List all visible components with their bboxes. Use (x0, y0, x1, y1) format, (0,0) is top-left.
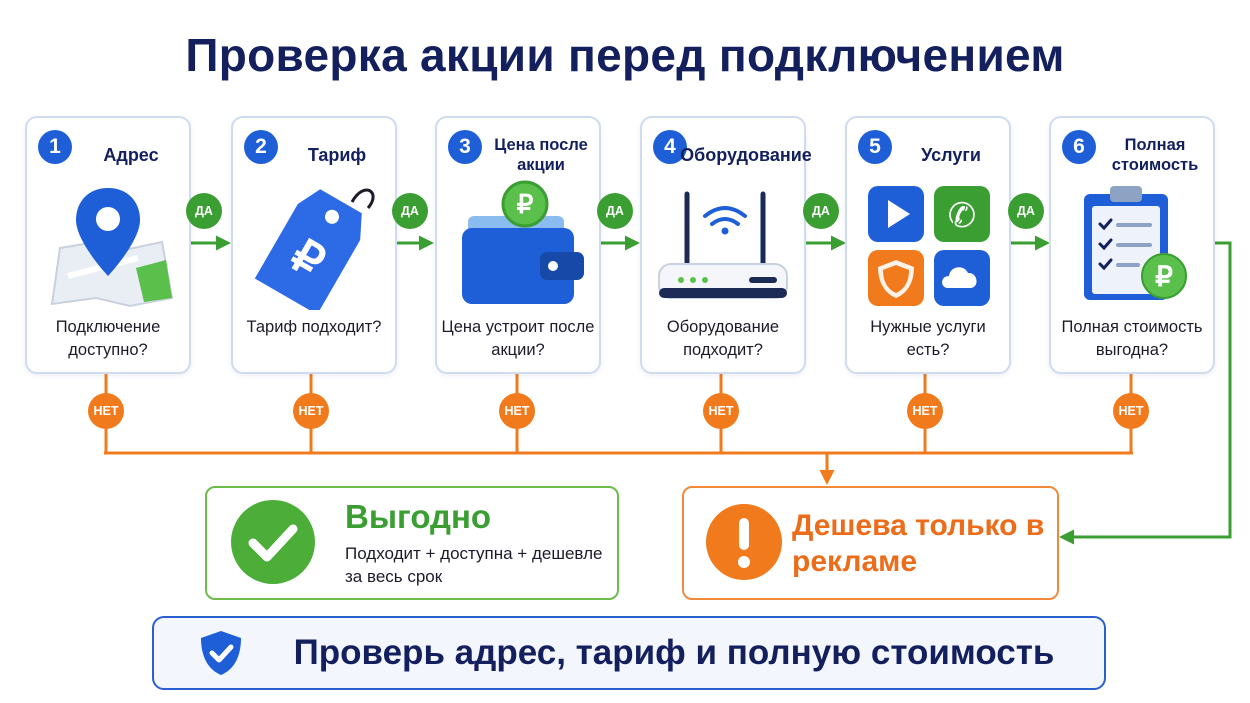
step-question: Полная стоимость выгодна? (1061, 318, 1203, 359)
result-good-box: Выгодно Подходит + доступна + дешевле за… (205, 486, 619, 600)
result-good-description: Подходит + доступна + дешевле за весь ср… (345, 544, 603, 586)
step-question: Тариф подходит? (246, 318, 382, 336)
result-bad-title: Дешева только в рекламе (792, 509, 1045, 578)
map-pin-icon (50, 188, 174, 308)
check-circle-icon (231, 500, 315, 584)
step-card-full-cost: 6 Полная стоимость ₽ Полная стоимость вы… (1049, 116, 1215, 374)
price-tag-ruble-icon: ₽ (254, 188, 375, 310)
shield-check-icon (201, 631, 241, 675)
step-card-address: 1 Адрес Подключение доступно? (25, 116, 191, 374)
yes-badge: ДА (1008, 193, 1044, 229)
step-question: Нужные услуги есть? (870, 318, 986, 359)
footer-text: Проверь адрес, тариф и полную стоимость (293, 633, 1055, 672)
step-card-services: 5 Услуги ✆ Нужные услуги есть? (845, 116, 1011, 374)
step-card-tariff: 2 Тариф ₽ Тариф подходит? (231, 116, 397, 374)
no-badge: НЕТ (293, 393, 329, 429)
step-question: Оборудование подходит? (666, 318, 780, 359)
yes-arrow-final (1059, 241, 1232, 545)
services-apps-icon: ✆ (868, 186, 990, 306)
yes-badge: ДА (392, 193, 428, 229)
step-question: Подключение доступно? (55, 318, 161, 359)
yes-badge: ДА (803, 193, 839, 229)
step-number: 2 (244, 130, 278, 164)
step-number: 4 (653, 130, 687, 164)
step-title: Оборудование (680, 145, 812, 165)
step-number: 1 (38, 130, 72, 164)
clipboard-checklist-ruble-icon: ₽ (1084, 186, 1187, 300)
wallet-ruble-coin-icon: ₽ (462, 180, 584, 304)
step-title: Адрес (103, 145, 159, 165)
no-badge: НЕТ (703, 393, 739, 429)
svg-text:₽: ₽ (1155, 261, 1173, 292)
no-badge: НЕТ (907, 393, 943, 429)
step-title: Услуги (921, 145, 981, 165)
result-good-title: Выгодно (345, 498, 492, 535)
svg-text:₽: ₽ (517, 189, 534, 219)
step-number: 5 (858, 130, 892, 164)
footer-banner: Проверь адрес, тариф и полную стоимость (152, 616, 1106, 690)
step-number: 3 (448, 130, 482, 164)
no-badge: НЕТ (499, 393, 535, 429)
step-card-equipment: 4 Оборудование Оборудование подходит? (640, 116, 812, 374)
yes-badge: ДА (186, 193, 222, 229)
step-card-price-after-promo: 3 Цена после акции ₽ Цена устроит после … (435, 116, 601, 374)
yes-badge: ДА (597, 193, 633, 229)
step-title: Полная стоимость (1111, 136, 1199, 174)
result-bad-box: Дешева только в рекламе (682, 486, 1059, 600)
svg-text:✆: ✆ (948, 196, 977, 236)
step-title: Цена после акции (494, 136, 588, 174)
step-title: Тариф (307, 145, 367, 165)
page-title: Проверка акции перед подключением (185, 29, 1065, 81)
step-number: 6 (1062, 130, 1096, 164)
exclamation-circle-icon (706, 504, 782, 580)
wifi-router-icon (658, 191, 788, 299)
no-badge: НЕТ (88, 393, 124, 429)
step-question: Цена устроит после акции? (441, 318, 595, 359)
no-badge: НЕТ (1113, 393, 1149, 429)
